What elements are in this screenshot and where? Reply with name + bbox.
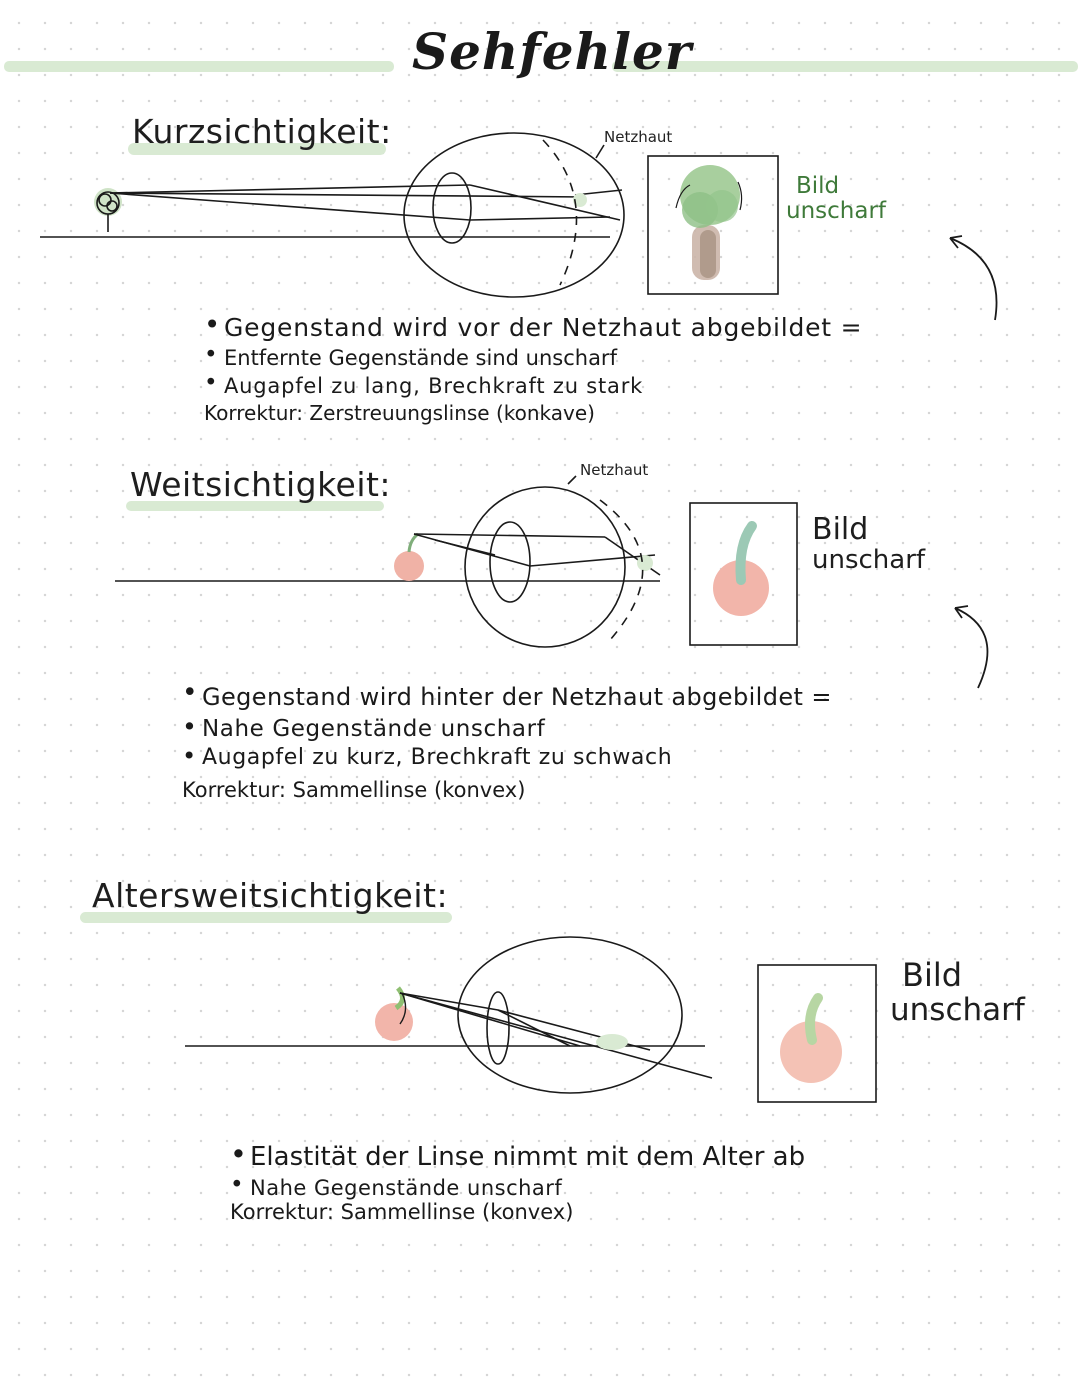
bullet-list: Gegenstand wird hinter der Netzhaut abge… — [182, 680, 832, 772]
heading-highlight — [80, 912, 452, 923]
eyeball — [464, 486, 626, 648]
heading-highlight — [126, 501, 384, 511]
image-box — [647, 155, 779, 295]
list-item: Elastität der Linse nimmt mit dem Alter … — [230, 1140, 805, 1174]
retina-label: Netzhaut — [604, 128, 673, 146]
eyeball — [403, 132, 625, 298]
section-heading-kurzsichtigkeit: Kurzsichtigkeit: — [132, 112, 392, 151]
title-band-left — [4, 61, 394, 72]
list-item: Entfernte Gegenstände sind unscharf — [204, 344, 862, 372]
heading-highlight — [128, 143, 386, 155]
image-label-line1: Bild — [812, 512, 869, 547]
image-box — [689, 502, 798, 646]
korrektur-text: Korrektur: Zerstreuungslinse (konkave) — [204, 401, 595, 425]
lens — [486, 991, 510, 1065]
list-item: Gegenstand wird vor der Netzhaut abgebil… — [204, 312, 862, 344]
image-label-line1: Bild — [796, 173, 840, 199]
korrektur-text: Korrektur: Sammellinse (konvex) — [182, 778, 526, 802]
image-label-line1: Bild — [902, 956, 963, 994]
bullet-list: Gegenstand wird vor der Netzhaut abgebil… — [204, 312, 862, 400]
section-heading-weitsichtigkeit: Weitsichtigkeit: — [130, 465, 392, 504]
presbyopia-diagram — [185, 936, 877, 1103]
title-band-right — [612, 61, 1078, 72]
eyeball — [457, 936, 683, 1094]
lens — [489, 521, 531, 603]
list-item: Augapfel zu lang, Brechkraft zu stark — [204, 372, 862, 400]
image-label-line2: unscharf — [812, 545, 926, 575]
retina-label: Netzhaut — [580, 461, 649, 479]
image-label: Bild unscharf — [890, 956, 1025, 1029]
lens — [432, 172, 472, 244]
list-item: Nahe Gegenstände unscharf — [182, 714, 832, 744]
bullet-list: Elastität der Linse nimmt mit dem Alter … — [230, 1140, 805, 1202]
myopia-diagram — [40, 132, 998, 321]
page-title: Sehfehler — [412, 22, 693, 81]
list-item: Gegenstand wird hinter der Netzhaut abge… — [182, 680, 832, 714]
list-item: Nahe Gegenstände unscharf — [230, 1174, 805, 1202]
image-label: Bild unscharf — [812, 513, 925, 575]
image-box — [757, 964, 877, 1103]
image-label-line2: unscharf — [890, 992, 1025, 1029]
image-label: Bild unscharf — [786, 173, 887, 225]
section-heading-altersweitsichtigkeit: Altersweitsichtigkeit: — [92, 876, 449, 915]
hyperopia-diagram — [115, 475, 989, 689]
image-label-line2: unscharf — [786, 198, 887, 225]
korrektur-text: Korrektur: Sammellinse (konvex) — [230, 1200, 574, 1224]
list-item: Augapfel zu kurz, Brechkraft zu schwach — [182, 744, 832, 772]
